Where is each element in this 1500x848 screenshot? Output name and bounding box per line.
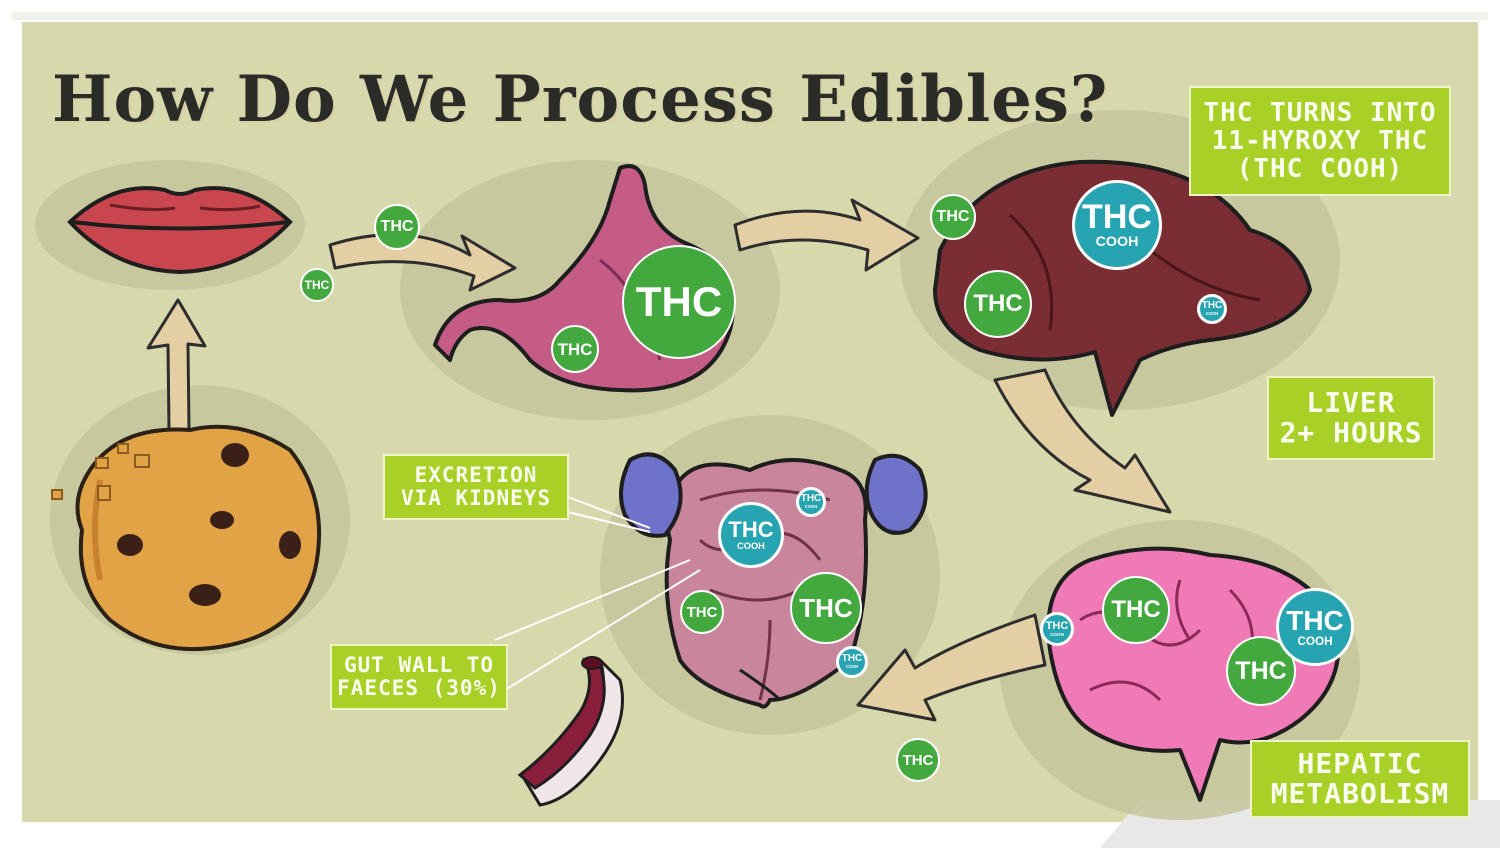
thc-badge: THC [790, 572, 862, 644]
badge-text: THC [728, 516, 774, 542]
badge-subtext: COOH [845, 664, 859, 670]
thc-badge: THC [622, 245, 736, 359]
intestines-icon [664, 458, 868, 709]
thc-badge: THC [1226, 636, 1296, 706]
badge-text: THC [1045, 619, 1069, 632]
thc-badge: THC [1102, 576, 1170, 644]
label-gut-wall: GUT WALL TO FAECES (30%) [330, 644, 508, 710]
top-edge [12, 12, 1488, 20]
badge-text: THC [902, 751, 934, 769]
liver-icon [933, 159, 1312, 417]
badge-text: THC [1286, 604, 1344, 636]
thc-badge: THC [551, 325, 599, 373]
label-thc-turns-into: THC TURNS INTO 11-HYROXY THC (THC COOH) [1189, 86, 1451, 196]
thc-badge: THC [930, 194, 976, 240]
badge-text: THC [686, 603, 718, 621]
label-line: GUT WALL TO [343, 653, 495, 678]
badge-text: THC [799, 593, 853, 623]
badge-text: THC [1111, 596, 1161, 623]
cookie-icon [51, 424, 322, 652]
label-excretion: EXCRETION VIA KIDNEYS [383, 454, 569, 520]
badge-text: THC [973, 290, 1023, 317]
thc-badge: THC [896, 738, 940, 782]
label-liver: LIVER 2+ HOURS [1267, 376, 1435, 460]
label-line: HEPATIC [1297, 746, 1423, 780]
badge-text: THC [1201, 300, 1223, 312]
badge-text: THC [936, 208, 970, 225]
badge-text: THC [380, 218, 414, 235]
lips-icon [67, 186, 293, 275]
badge-subtext: COOH [1205, 311, 1219, 317]
page-title: How Do We Process Edibles? [52, 62, 1109, 137]
arrow-stomach-to-liver [733, 198, 920, 272]
badge-text: THC [1235, 656, 1287, 685]
thc-badge: THC [964, 270, 1032, 338]
label-line: THC TURNS INTO [1203, 97, 1437, 128]
badge-text: THC [304, 278, 330, 292]
label-line: 11-HYROXY THC [1211, 125, 1429, 156]
arrow-brain-to-intestines [856, 613, 1047, 722]
thc-badge: THC [374, 204, 420, 250]
badge-text: THC [841, 653, 863, 665]
badge-subtext: COOH [737, 540, 765, 551]
leader-lines [494, 496, 701, 691]
thc-badge: THC [300, 268, 334, 302]
label-line: (THC COOH) [1236, 154, 1404, 185]
label-line: LIVER [1306, 385, 1396, 419]
badge-text: THC [557, 339, 593, 359]
label-line: VIA KIDNEYS [400, 486, 552, 510]
badge-subtext: COOH [1297, 634, 1333, 648]
label-line: METABOLISM [1270, 777, 1450, 810]
badge-text: THC [635, 278, 723, 325]
badge-text: THC [1082, 198, 1152, 237]
arrow-liver-to-brain [993, 368, 1172, 514]
label-line: EXCRETION [414, 463, 538, 488]
label-line: FAECES (30%) [337, 676, 501, 700]
badge-subtext: COOH [1095, 234, 1139, 251]
label-line: 2+ HOURS [1279, 416, 1423, 449]
label-hepatic: HEPATIC METABOLISM [1250, 740, 1470, 818]
badge-subtext: COOH [804, 504, 818, 510]
badge-subtext: COOH [1050, 631, 1064, 637]
blood-vessel-icon [517, 656, 624, 807]
thc-badge: THC [680, 590, 724, 634]
badge-text: THC [800, 493, 822, 505]
kidney-icon [619, 452, 928, 538]
